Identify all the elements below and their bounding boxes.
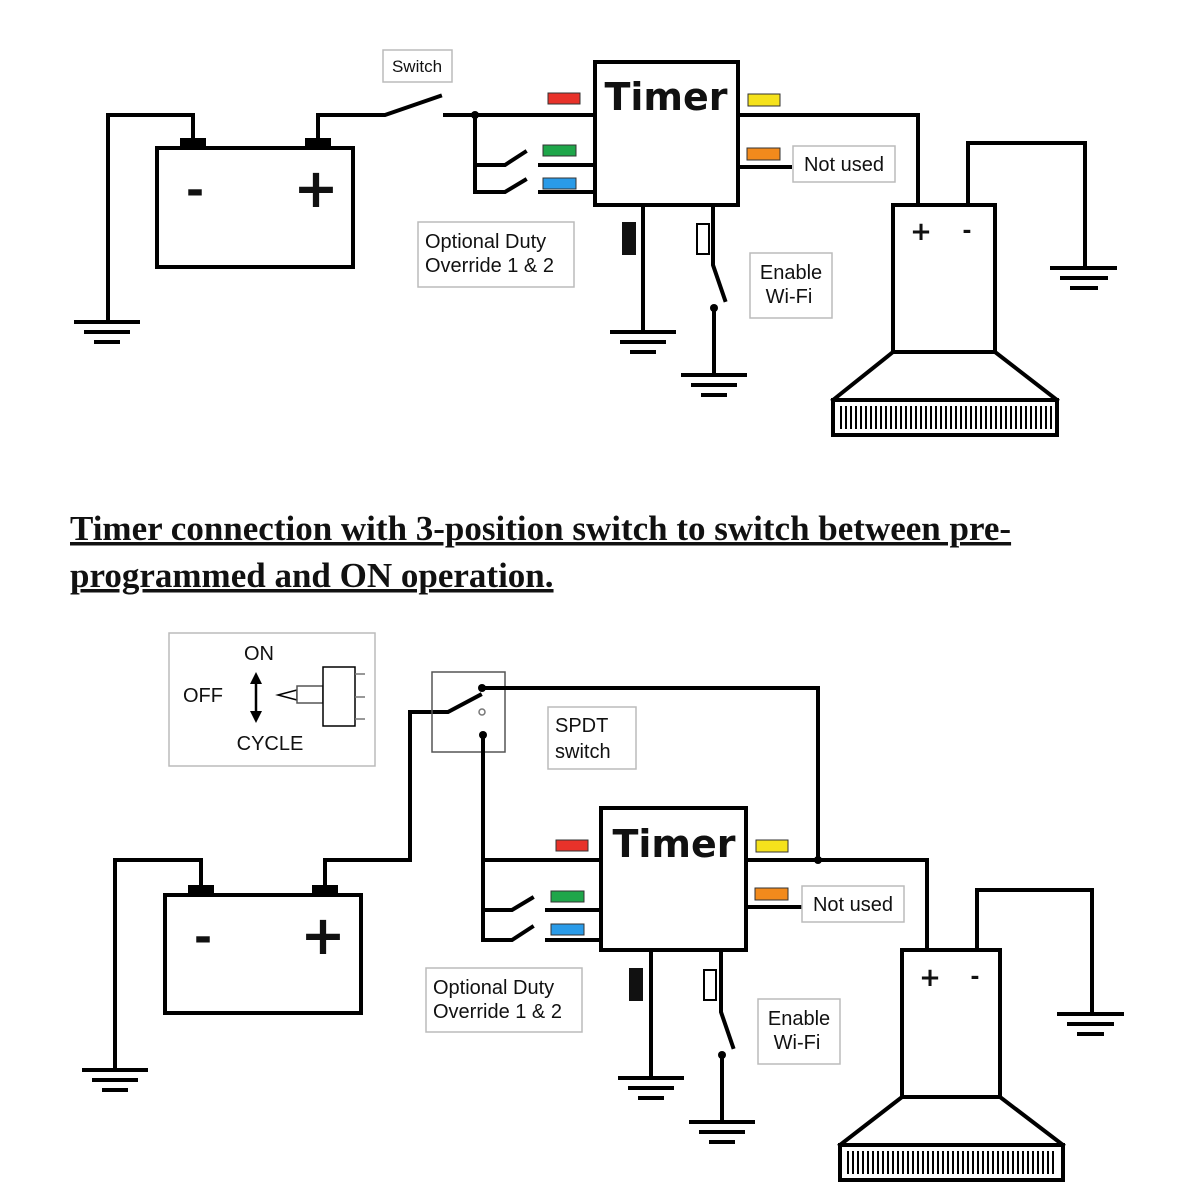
not-used-label: Not used	[792, 145, 896, 183]
enable-line2: Wi-Fi	[774, 1032, 821, 1054]
range-hood-icon: + -	[830, 203, 1060, 437]
battery-plus-label: +	[300, 904, 345, 967]
top-circuit: - + Switch Timer Not used	[74, 49, 1117, 437]
ground-icon	[74, 320, 140, 344]
enable-wifi-label: Enable Wi-Fi	[757, 998, 841, 1065]
spdt-line1: SPDT	[555, 715, 608, 737]
optional-duty-label: Optional Duty Override 1 & 2	[417, 221, 575, 288]
position-cycle: CYCLE	[237, 733, 304, 755]
not-used-text: Not used	[813, 894, 893, 916]
section-title-line1: Timer connection with 3-position switch …	[70, 509, 1011, 548]
toggle-switch-icon	[275, 666, 365, 727]
battery: - +	[163, 885, 363, 1015]
position-on: ON	[244, 643, 274, 665]
blue-wire-tag	[542, 177, 577, 190]
switch-label-text: Switch	[392, 57, 442, 76]
timer-output-wire	[744, 858, 929, 952]
range-hood-icon: + -	[837, 948, 1066, 1182]
position-off: OFF	[183, 685, 223, 707]
ground-icon	[689, 1120, 755, 1144]
battery-negative-wire	[113, 858, 203, 1070]
ground-icon	[610, 330, 676, 354]
black-wire-tag	[629, 968, 643, 1001]
green-wire-tag	[542, 144, 577, 157]
enable-line1: Enable	[760, 262, 822, 284]
optional-line2: Override 1 & 2	[425, 255, 554, 277]
battery-positive-wire	[323, 692, 483, 887]
battery-negative-wire	[106, 113, 195, 322]
battery-plus-label: +	[293, 157, 338, 220]
white-wire-tag	[696, 223, 710, 255]
enable-wifi-label: Enable Wi-Fi	[749, 252, 833, 319]
section-title-line2: programmed and ON operation.	[70, 556, 554, 595]
battery-positive-wire	[316, 93, 443, 140]
hood-ground-wire	[975, 888, 1094, 1014]
green-wire-tag	[550, 890, 585, 903]
red-wire-tag	[555, 839, 589, 852]
spdt-label: SPDT switch	[547, 706, 637, 770]
timer-box: Timer	[599, 806, 748, 952]
optional-line1: Optional Duty	[425, 231, 546, 253]
ground-icon	[618, 1076, 684, 1100]
bottom-circuit: - + SPDT switch Timer	[82, 671, 1124, 1182]
optional-line1: Optional Duty	[433, 977, 554, 999]
timer-output-wire	[736, 113, 920, 207]
battery-minus-label: -	[194, 912, 212, 963]
optional-line2: Override 1 & 2	[433, 1001, 562, 1023]
wifi-switch	[711, 203, 728, 303]
hood-minus-label: -	[970, 965, 979, 990]
black-wire-tag	[622, 222, 636, 255]
battery-minus-label: -	[186, 165, 204, 216]
hood-minus-label: -	[962, 219, 971, 244]
timer-label: Timer	[604, 75, 727, 119]
enable-line2: Wi-Fi	[766, 286, 813, 308]
white-wire-tag	[703, 969, 717, 1001]
timer-box: Timer	[593, 60, 740, 207]
hood-plus-label: +	[919, 963, 941, 993]
ground-icon	[681, 373, 747, 397]
ground-icon	[82, 1068, 148, 1092]
orange-wire-tag	[754, 887, 789, 901]
spdt-line2: switch	[555, 741, 611, 763]
timer-label: Timer	[612, 822, 735, 866]
red-wire-tag	[547, 92, 581, 105]
ground-icon	[1050, 266, 1117, 290]
not-used-label: Not used	[801, 885, 905, 923]
enable-line1: Enable	[768, 1008, 830, 1030]
yellow-wire-tag	[747, 93, 781, 107]
battery: - +	[155, 138, 355, 269]
spdt-on-wire	[480, 686, 820, 862]
override-wires	[473, 113, 597, 194]
switch-positions-legend: ON OFF CYCLE	[168, 632, 376, 767]
hood-ground-wire	[966, 141, 1087, 268]
not-used-text: Not used	[804, 154, 884, 176]
up-down-arrow-icon	[250, 672, 262, 723]
yellow-wire-tag	[755, 839, 789, 853]
ground-icon	[1057, 1012, 1124, 1036]
switch-label: Switch	[382, 49, 453, 83]
blue-wire-tag	[550, 923, 585, 936]
wifi-switch	[719, 948, 736, 1050]
optional-duty-label: Optional Duty Override 1 & 2	[425, 967, 583, 1033]
hood-plus-label: +	[910, 217, 932, 247]
spdt-cycle-wire	[481, 733, 603, 942]
orange-wire-tag	[746, 147, 781, 161]
